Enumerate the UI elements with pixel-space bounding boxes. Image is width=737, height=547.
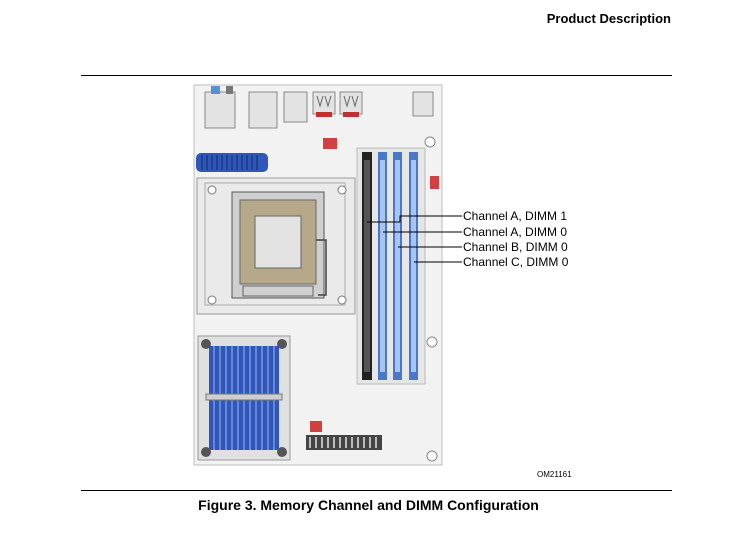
callout-channel-c-dimm0: Channel C, DIMM 0 (463, 255, 569, 269)
page-header-title: Product Description (546, 11, 671, 26)
callout-channel-a-dimm1: Channel A, DIMM 1 (463, 209, 568, 223)
dimm-slots (356, 147, 426, 385)
callout-channel-a-dimm0: Channel A, DIMM 0 (463, 225, 568, 239)
callout-leaders (367, 215, 462, 263)
red-component-3 (310, 421, 322, 432)
callout-channel-b-dimm0: Channel B, DIMM 0 (463, 240, 568, 254)
chipset-heatsink (197, 335, 291, 461)
figure-caption: Figure 3. Memory Channel and DIMM Config… (198, 497, 539, 513)
red-component-1 (323, 138, 337, 149)
power-connector (306, 435, 382, 450)
red-component-2 (430, 176, 439, 189)
bottom-rule (81, 490, 672, 491)
cpu-socket (196, 177, 356, 315)
figure-part-number: OM21161 (537, 470, 572, 479)
top-rule (81, 75, 672, 76)
rear-io-connectors (204, 86, 434, 129)
